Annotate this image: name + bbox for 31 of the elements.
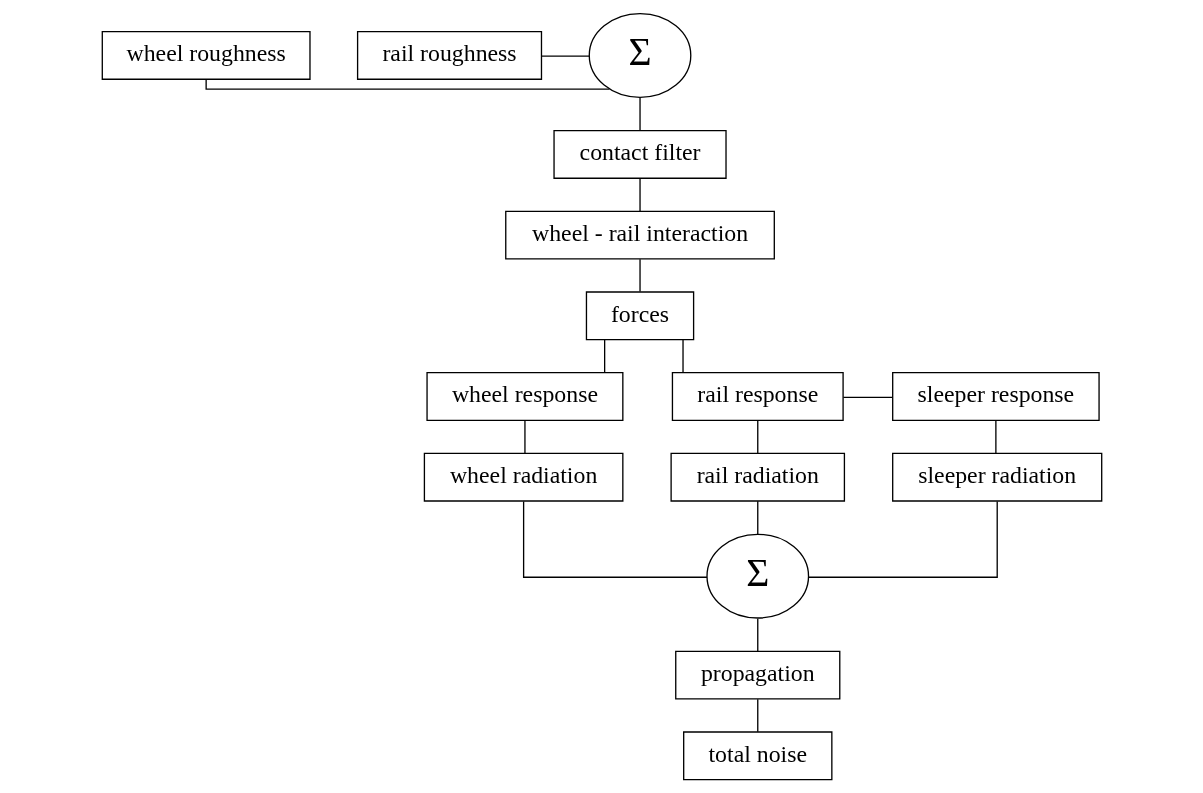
connector [994, 420, 997, 454]
connector [842, 396, 893, 398]
node-box: rail roughness [356, 30, 542, 80]
connector [756, 420, 758, 454]
node-ellipse: Σ [588, 12, 691, 98]
node-ellipse: Σ [705, 533, 809, 619]
connector [756, 698, 758, 733]
node-box: rail response [671, 372, 844, 421]
connector [807, 500, 998, 578]
node-box: wheel - rail interaction [504, 210, 775, 260]
node-box: propagation [674, 650, 840, 700]
node-box: total noise [682, 731, 832, 781]
node-box: contact filter [552, 129, 727, 179]
connector [540, 55, 590, 57]
connector [756, 500, 758, 535]
node-box: wheel radiation [423, 452, 623, 502]
node-box: wheel response [425, 372, 623, 421]
node-box: rail radiation [669, 452, 845, 502]
connector [205, 78, 610, 90]
connector [638, 177, 641, 212]
connector [756, 618, 758, 652]
connector [523, 420, 526, 454]
connector [681, 339, 684, 373]
connector [522, 500, 708, 578]
node-box: sleeper radiation [891, 452, 1102, 502]
node-box: forces [585, 291, 694, 341]
node-box: wheel roughness [101, 30, 311, 80]
connector [603, 339, 605, 373]
node-box: sleeper response [891, 372, 1100, 421]
connector [638, 97, 641, 132]
connector [638, 258, 641, 293]
